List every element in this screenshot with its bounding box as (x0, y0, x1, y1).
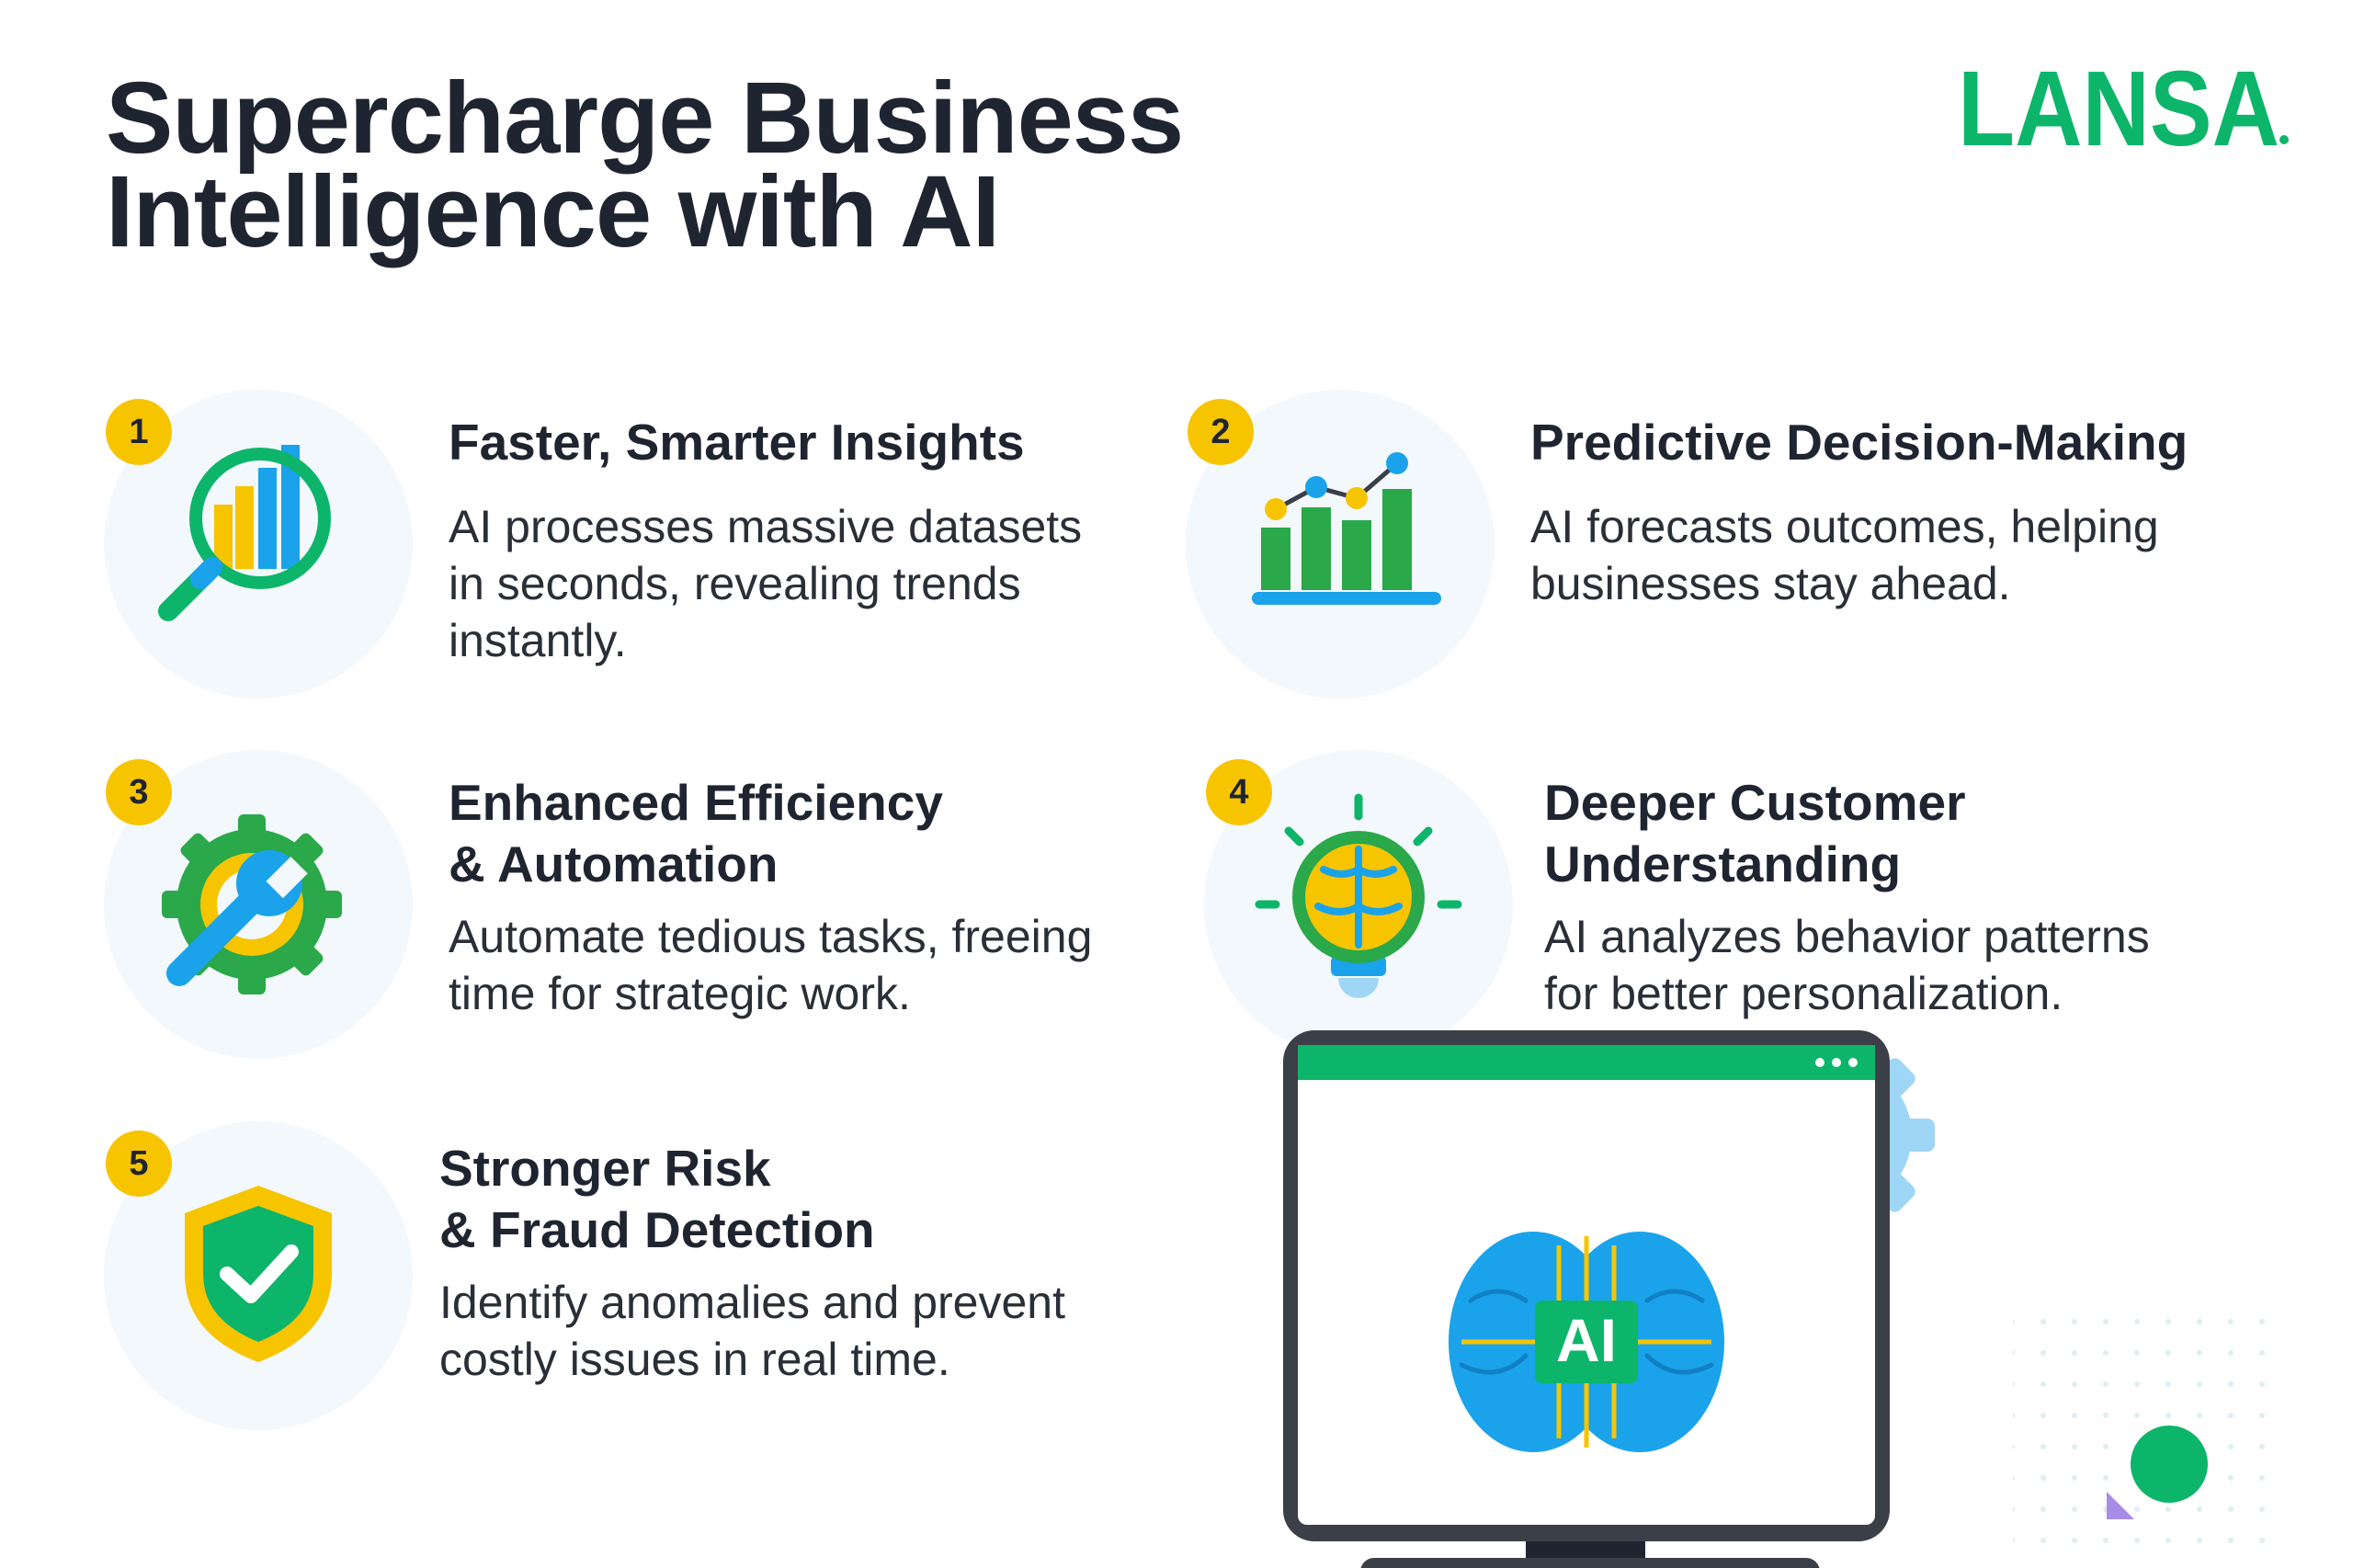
item-description: AI processes massive datasets in seconds… (449, 498, 1082, 669)
item-title-line: & Automation (449, 835, 779, 892)
item-title-line: Predictive Decision-Making (1530, 414, 2188, 471)
feature-item-3: 3 Enhanced Efficiency & Automation Autom… (104, 750, 1170, 1062)
item-description: Identify anomalies and prevent costly is… (439, 1274, 1065, 1388)
brain-lightbulb-icon (1255, 793, 1462, 998)
item-desc-line: AI forecasts outcomes, helping (1530, 501, 2159, 552)
icon-circle (104, 390, 413, 699)
shield-check-icon (185, 1186, 332, 1362)
step-badge-4: 4 (1206, 759, 1272, 825)
step-badge-5: 5 (106, 1131, 172, 1197)
item-title-line: Understanding (1544, 835, 1902, 892)
item-title: Deeper Customer Understanding (1544, 772, 1965, 895)
item-desc-line: AI analyzes behavior patterns (1544, 911, 2150, 962)
title-line-2: Intelligence with AI (106, 155, 1000, 268)
item-title-line: & Fraud Detection (439, 1201, 875, 1258)
item-desc-line: instantly. (449, 615, 627, 666)
step-badge-2: 2 (1188, 399, 1254, 465)
item-desc-line: AI processes massive datasets (449, 501, 1083, 552)
item-desc-line: in seconds, revealing trends (449, 558, 1021, 609)
green-dot-decoration (2131, 1426, 2208, 1503)
gear-wrench-icon (162, 814, 342, 994)
feature-item-4: 4 Deeper Customer Understanding AI analy… (1204, 750, 2270, 1062)
feature-item-1: 1 Faster, Smarter Insights AI processes … (104, 390, 1170, 702)
magnifier-chart-icon (158, 445, 331, 621)
item-desc-line: for better personalization. (1544, 968, 2063, 1019)
item-title: Enhanced Efficiency & Automation (449, 772, 943, 895)
page-title: Supercharge Business Intelligence with A… (106, 62, 1184, 268)
title-line-1: Supercharge Business (106, 62, 1184, 175)
item-title-line: Deeper Customer (1544, 774, 1966, 831)
monitor-ai-brain-icon: AI (1283, 1030, 2289, 1568)
item-desc-line: Identify anomalies and prevent (439, 1277, 1065, 1328)
item-title: Predictive Decision-Making (1530, 412, 2188, 473)
item-title: Faster, Smarter Insights (449, 412, 1025, 473)
item-desc-line: businesses stay ahead. (1530, 558, 2011, 609)
item-title: Stronger Risk & Fraud Detection (439, 1138, 875, 1261)
feature-item-5: 5 Stronger Risk & Fraud Detection Identi… (104, 1121, 1170, 1434)
lansa-logo: LANSA (1958, 55, 2289, 156)
step-badge-1: 1 (106, 399, 172, 465)
item-description: AI forecasts outcomes, helping businesse… (1530, 498, 2159, 612)
icon-circle (104, 1121, 413, 1430)
purple-triangle-decoration (2107, 1492, 2134, 1519)
item-desc-line: Automate tedious tasks, freeing (449, 911, 1093, 962)
item-title-line: Stronger Risk (439, 1140, 771, 1197)
step-badge-3: 3 (106, 759, 172, 825)
item-description: AI analyzes behavior patterns for better… (1544, 908, 2150, 1022)
icon-circle (104, 750, 413, 1059)
item-desc-line: costly issues in real time. (439, 1334, 950, 1385)
item-desc-line: time for strategic work. (449, 968, 911, 1019)
logo-text: LANSA (1958, 55, 2279, 156)
item-title-line: Faster, Smarter Insights (449, 414, 1025, 471)
item-title-line: Enhanced Efficiency (449, 774, 943, 831)
item-description: Automate tedious tasks, freeing time for… (449, 908, 1092, 1022)
line-bar-chart-icon (1252, 452, 1441, 605)
feature-item-2: 2 Predictive Decision-Making AI forecast… (1186, 390, 2252, 702)
ai-label: AI (1556, 1306, 1617, 1374)
ai-brain: AI (1449, 1232, 1724, 1452)
